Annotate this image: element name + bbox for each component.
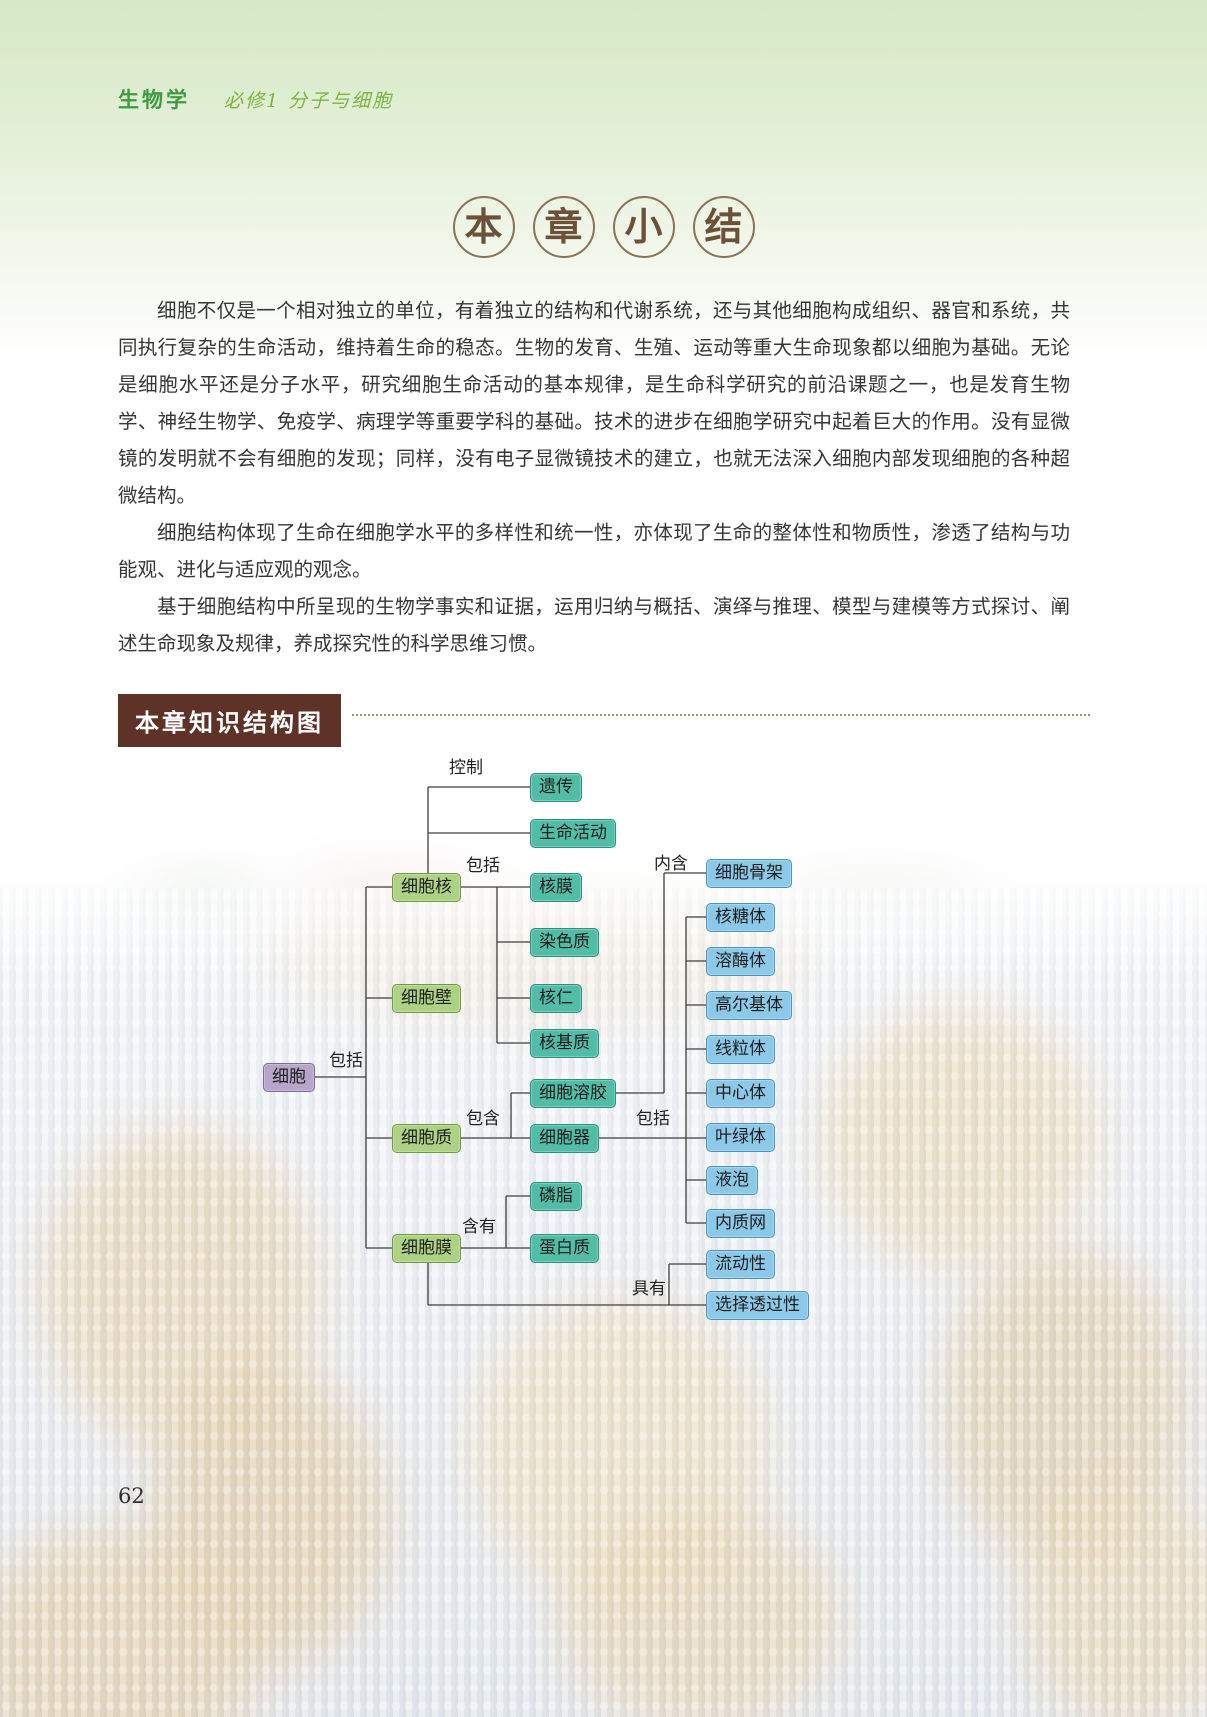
- edge-label-controls: 控制: [449, 758, 483, 778]
- diagram-node-mitochondrion: 线粒体: [706, 1035, 775, 1064]
- summary-paragraph: 细胞结构体现了生命在细胞学水平的多样性和统一性，亦体现了生命的整体性和物质性，渗…: [118, 521, 1070, 581]
- diagram-node-cytoplasm: 细胞质: [392, 1124, 461, 1153]
- diagram-node-cytoskeleton: 细胞骨架: [706, 859, 792, 888]
- molecule-top-fade: [0, 828, 1207, 978]
- diagram-node-cell-wall: 细胞壁: [392, 984, 461, 1013]
- molecule-background-image: [0, 828, 1207, 1717]
- diagram-node-vacuole: 液泡: [706, 1166, 758, 1195]
- diagram-node-selective-permeability: 选择透过性: [706, 1291, 809, 1320]
- chapter-summary-title: 本章小结: [0, 196, 1207, 258]
- summary-text: 细胞不仅是一个相对独立的单位，有着独立的结构和代谢系统，还与其他细胞构成组织、器…: [118, 292, 1070, 662]
- summary-paragraph: 细胞不仅是一个相对独立的单位，有着独立的结构和代谢系统，还与其他细胞构成组织、器…: [118, 299, 1070, 507]
- diagram-node-nuclear-matrix: 核基质: [530, 1029, 599, 1058]
- top-gradient-background: [0, 0, 1207, 360]
- module-label: 必修1 分子与细胞: [224, 90, 394, 112]
- diagram-node-cell: 细胞: [263, 1063, 315, 1092]
- section-heading: 本章知识结构图: [118, 694, 341, 747]
- edge-label-contains-membrane: 含有: [462, 1217, 496, 1237]
- edge-label-includes-cell: 包括: [329, 1051, 363, 1071]
- diagram-node-phospholipid: 磷脂: [530, 1182, 582, 1211]
- title-char: 结: [692, 196, 755, 258]
- dotted-rule: [352, 714, 1090, 716]
- diagram-node-nucleolus: 核仁: [530, 984, 582, 1013]
- diagram-node-chloroplast: 叶绿体: [706, 1123, 775, 1152]
- diagram-node-organelles: 细胞器: [530, 1124, 599, 1153]
- diagram-node-cytosol: 细胞溶胶: [530, 1079, 616, 1108]
- diagram-node-golgi-apparatus: 高尔基体: [706, 991, 792, 1020]
- diagram-node-chromatin: 染色质: [530, 928, 599, 957]
- diagram-node-ribosome: 核糖体: [706, 903, 775, 932]
- diagram-node-nuclear-membrane: 核膜: [530, 873, 582, 902]
- diagram-node-fluidity: 流动性: [706, 1250, 775, 1279]
- title-char: 小: [612, 196, 675, 258]
- summary-paragraph: 基于细胞结构中所呈现的生物学事实和证据，运用归纳与概括、演绎与推理、模型与建模等…: [118, 595, 1070, 655]
- title-char: 本: [452, 196, 515, 258]
- diagram-node-heredity: 遗传: [530, 773, 582, 802]
- edge-label-includes-organelles: 包括: [636, 1109, 670, 1129]
- edge-label-contains-cytoplasm: 包含: [466, 1109, 500, 1129]
- molecule-texture: [0, 888, 1207, 1717]
- page-number: 62: [118, 1484, 145, 1508]
- diagram-node-endoplasmic-reticulum: 内质网: [706, 1209, 775, 1238]
- subject-label: 生物学: [118, 89, 190, 112]
- diagram-node-nucleus: 细胞核: [392, 873, 461, 902]
- diagram-node-protein: 蛋白质: [530, 1234, 599, 1263]
- edge-label-includes-nucleus: 包括: [466, 856, 500, 876]
- title-char: 章: [532, 196, 595, 258]
- edge-label-has-membrane: 具有: [632, 1279, 666, 1299]
- diagram-node-lysosome: 溶酶体: [706, 947, 775, 976]
- diagram-node-cell-membrane: 细胞膜: [392, 1234, 461, 1263]
- edge-label-contains-cytoskeleton: 内含: [654, 854, 688, 874]
- diagram-node-life-activities: 生命活动: [530, 819, 616, 848]
- diagram-node-centrosome: 中心体: [706, 1079, 775, 1108]
- page-header: 生物学 必修1 分子与细胞: [118, 84, 393, 114]
